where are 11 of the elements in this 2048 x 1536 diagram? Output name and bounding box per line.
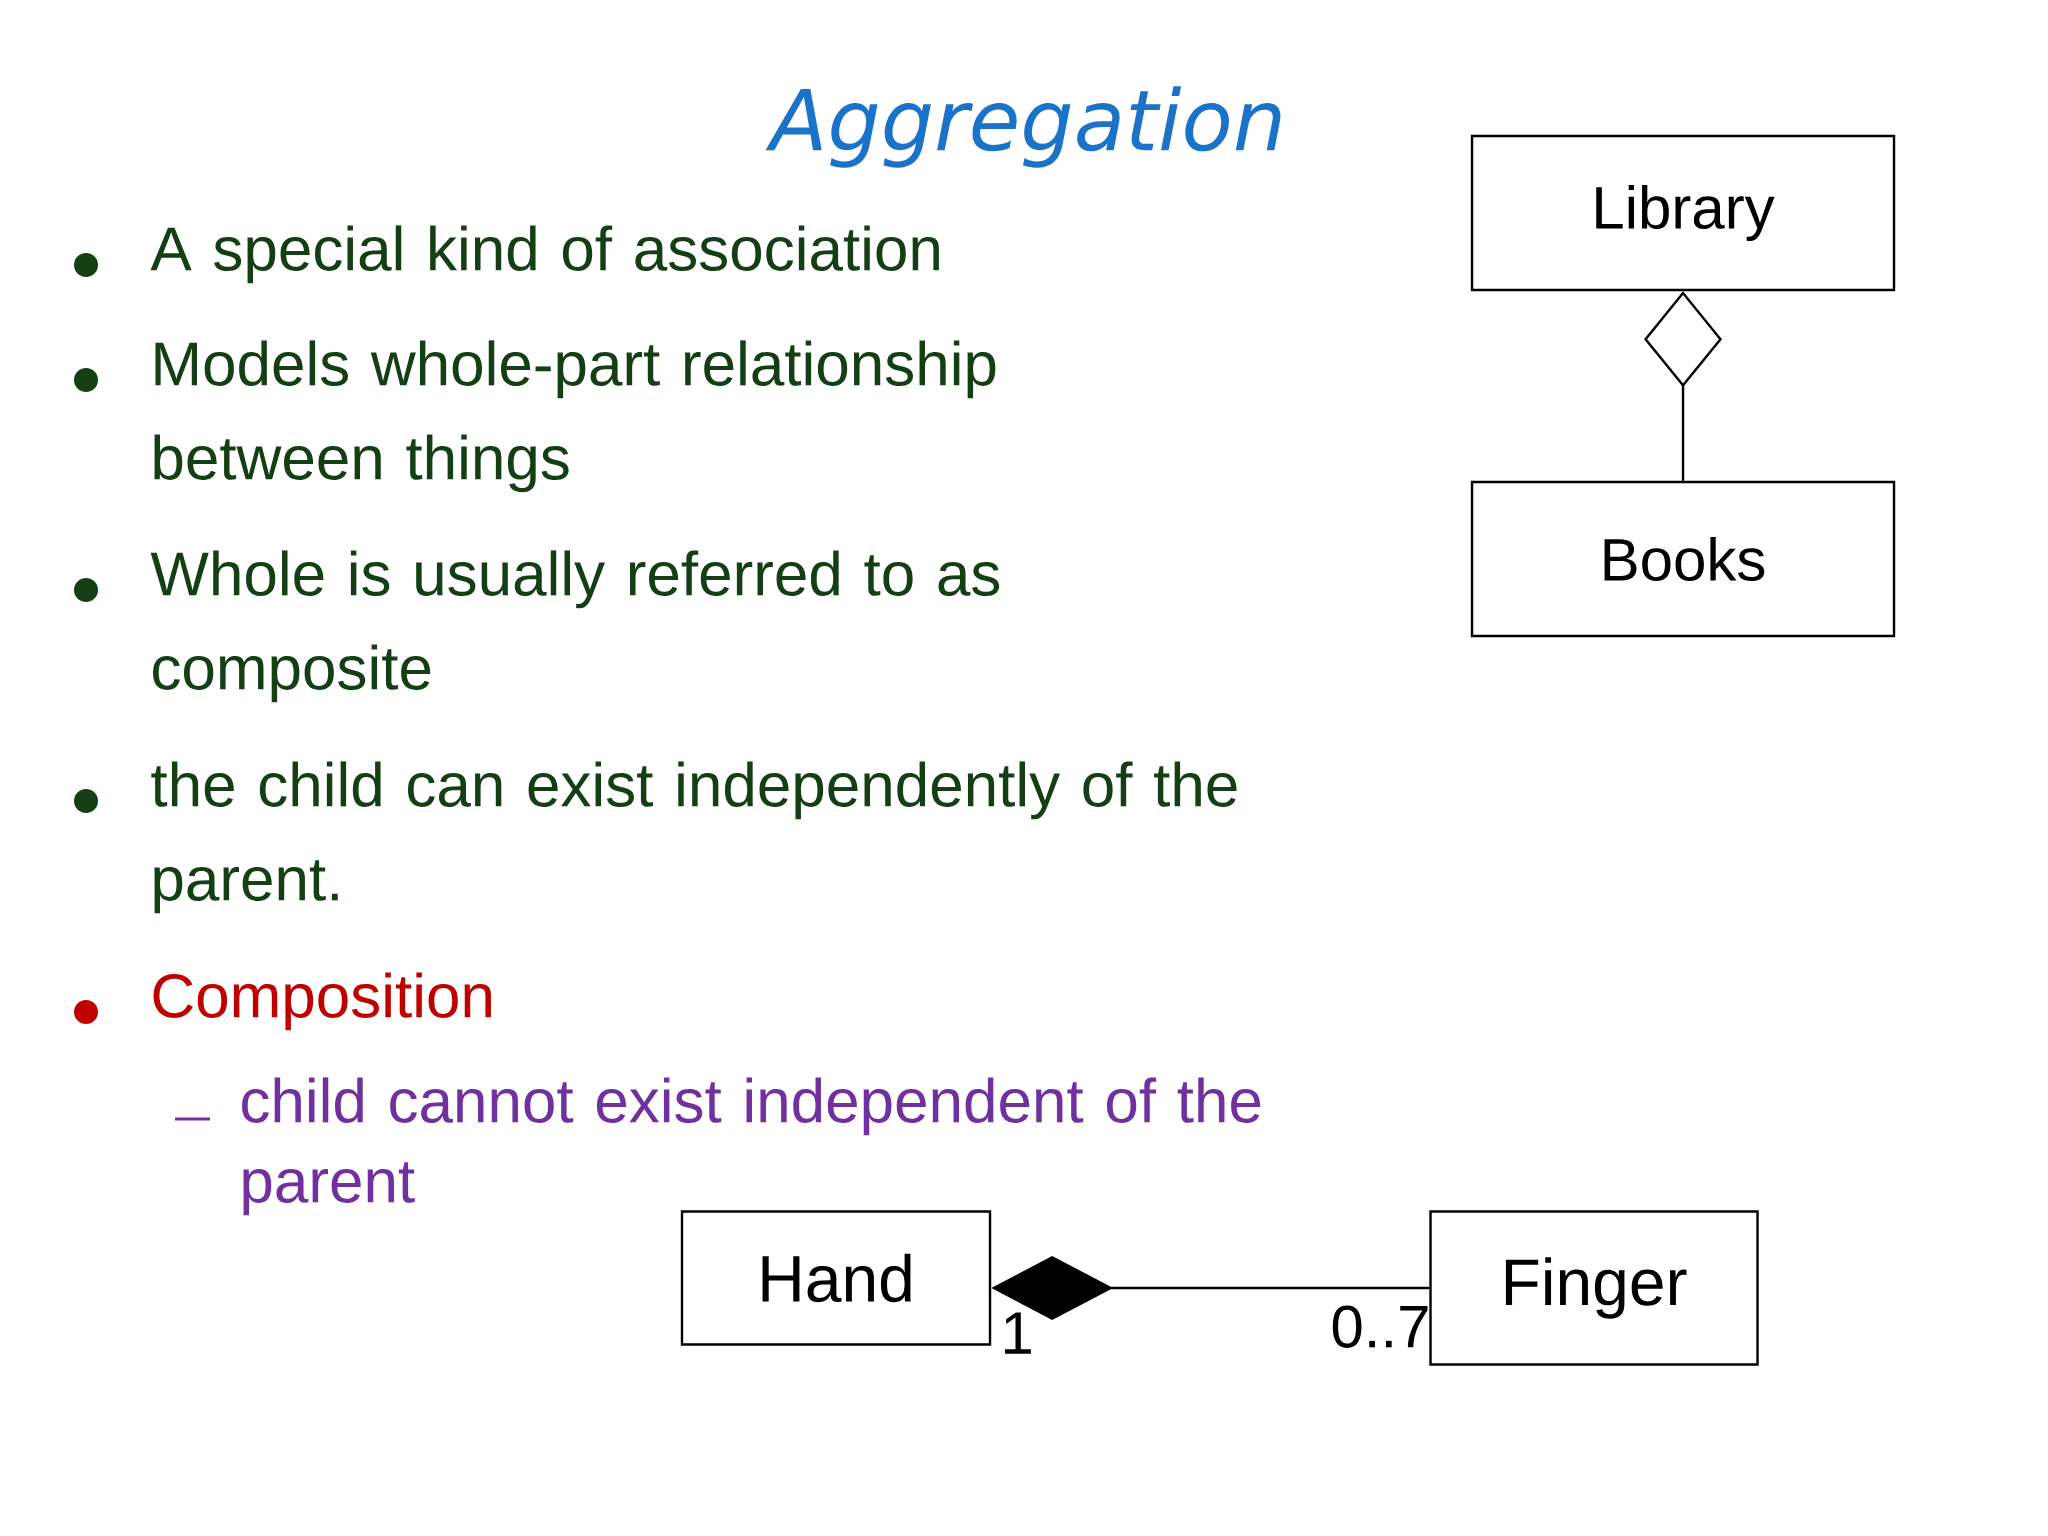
multiplicity-label: 1: [1005, 1312, 1031, 1354]
bullet-text: Models whole-part relationship between things: [154, 340, 996, 493]
class-box: Books: [1470, 480, 1896, 638]
class-box: Finger: [1429, 1210, 1759, 1366]
class-box: Hand: [680, 1210, 992, 1346]
title: Aggregation: [765, 86, 1281, 168]
bullet-text: A special kind of association: [150, 225, 939, 284]
bullet-text: the child can exist independently of the parent.: [151, 761, 1237, 914]
class-box: Library: [1470, 134, 1896, 292]
multiplicity-label: 0..7: [1332, 1305, 1428, 1348]
bullet-text: Composition: [153, 972, 491, 1031]
